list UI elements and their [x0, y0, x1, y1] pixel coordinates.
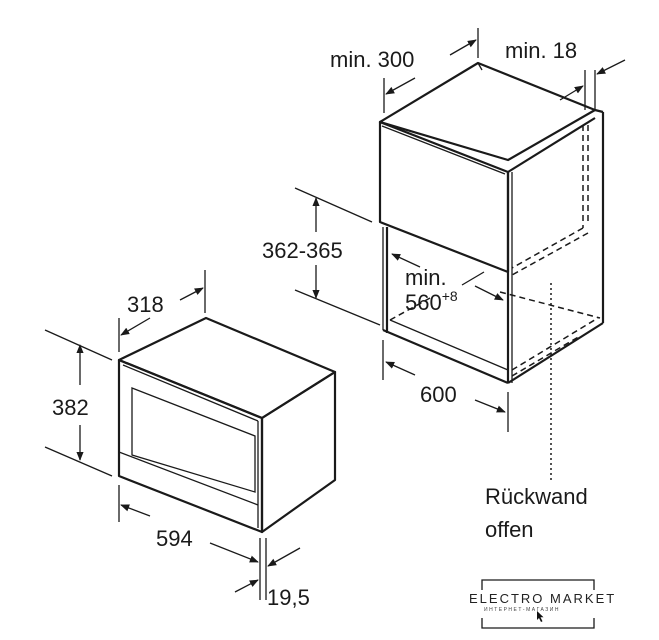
wall-cabinet: [378, 61, 605, 482]
dim-niche-height: 362-365: [262, 238, 343, 263]
dim-cabinet-depth: min. 300: [330, 47, 414, 72]
dim-width-594: 594: [156, 526, 193, 551]
dim-depth-318: 318: [127, 292, 164, 317]
microwave-door-window: [131, 387, 256, 493]
note-back-wall-line2: offen: [485, 517, 534, 542]
cursor-icon: [537, 611, 544, 622]
note-back-wall-line1: Rückwand: [485, 484, 588, 509]
control-strip: [118, 451, 259, 506]
dim-niche-width-prefix: min.: [405, 265, 447, 290]
dim-overhang-19-5: 19,5: [267, 585, 310, 610]
logo-subtitle: ИНТЕРНЕТ-МАГАЗИН: [484, 607, 560, 613]
dim-height-382: 382: [52, 395, 89, 420]
dim-wall-thickness: min. 18: [505, 38, 577, 63]
dim-niche-width: 560+8: [405, 288, 458, 315]
cabinet-dimensions: min. 300 min. 18 362-365 min. 560+8 600 …: [262, 28, 626, 542]
microwave-appliance: [117, 316, 337, 534]
appliance-dimensions: 382 318 594 19,5: [44, 270, 310, 610]
electro-market-logo: ELECTRO MARKET ИНТЕРНЕТ-МАГАЗИН: [469, 579, 616, 629]
logo-title: ELECTRO MARKET: [469, 591, 616, 606]
dim-cabinet-width: 600: [420, 382, 457, 407]
